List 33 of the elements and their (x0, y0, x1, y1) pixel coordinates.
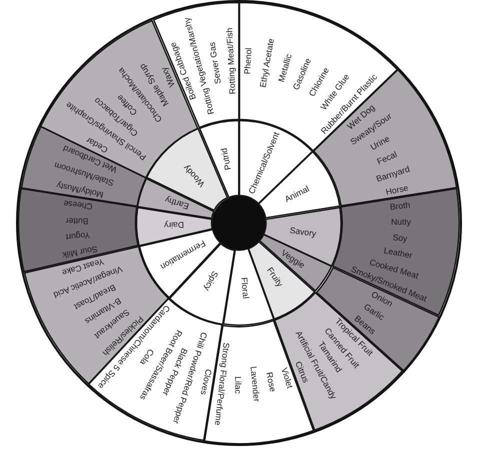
category-label: Earthy (164, 196, 190, 212)
descriptor-label: Broth (389, 200, 411, 211)
descriptor-label: Soy (392, 232, 408, 242)
descriptor-label: Strong Floral/Perfume (213, 342, 230, 426)
category-label: Floral (240, 276, 250, 299)
descriptor-label: Violet (279, 366, 294, 390)
descriptor-label: Yogurt (65, 231, 90, 242)
descriptor-label: Metallic (276, 52, 293, 83)
descriptor-label: Phenol (243, 48, 254, 75)
descriptor-label: Lavender (248, 366, 260, 402)
descriptor-label: Sewer Gas (207, 41, 222, 84)
category-sector (248, 241, 316, 320)
category-sector (138, 229, 221, 298)
descriptor-label: Sour Milk (61, 244, 98, 260)
category-sector (263, 206, 342, 267)
descriptor-label: Rose (264, 371, 277, 392)
descriptor-label: Lilac (234, 376, 242, 394)
descriptor-label: Leather (383, 246, 414, 260)
descriptor-label: Rotting Meat/Fish (224, 28, 237, 95)
descriptor-label: Cheese (62, 200, 93, 212)
descriptor-label: Butter (66, 216, 88, 226)
descriptor-sector (274, 292, 404, 431)
descriptor-label: Cloves (198, 368, 213, 396)
descriptor-label: Fecal (376, 150, 399, 166)
descriptor-label: Ethyl Acetate (258, 38, 276, 89)
descriptor-label: Nutty (391, 217, 411, 226)
category-label: Putrid (220, 148, 232, 172)
category-label: Savory (290, 226, 318, 238)
category-sector (239, 120, 314, 204)
category-label: Dairy (164, 220, 184, 230)
descriptor-label: Horse (386, 183, 410, 196)
descriptor-label: Citrus (294, 360, 310, 384)
category-label: Spicy (202, 270, 219, 293)
